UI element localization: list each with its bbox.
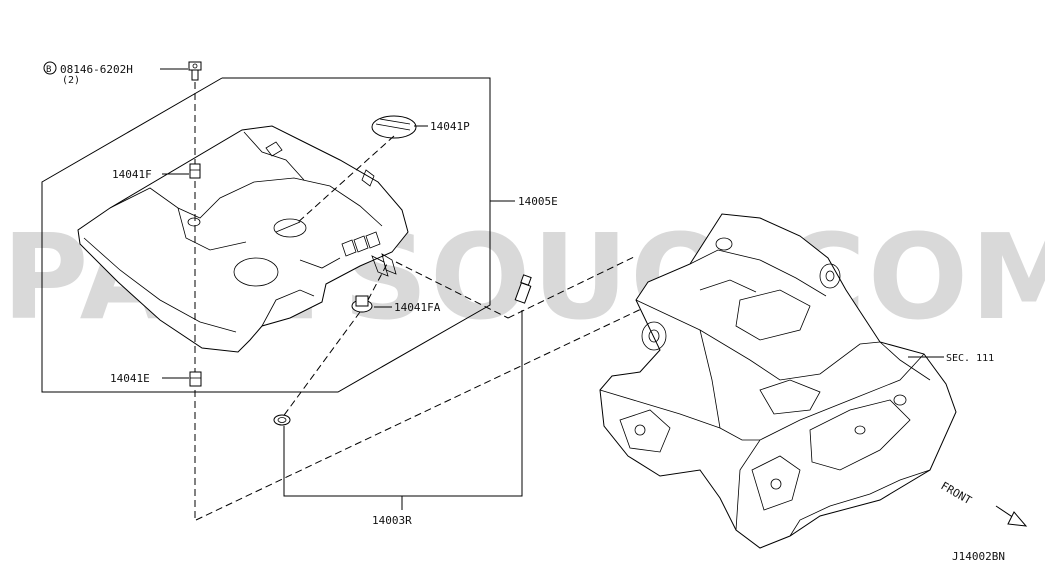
label-bolt-qty: (2)	[62, 75, 80, 86]
label-14041p: 14041P	[430, 120, 470, 133]
front-arrow-icon	[995, 505, 1028, 527]
grommet-14041e	[189, 371, 202, 387]
grommet-14041f	[189, 163, 201, 179]
label-front: FRONT	[939, 479, 975, 507]
grommet-14041fa	[351, 295, 373, 313]
label-14005e: 14005E	[518, 195, 558, 208]
engine-assembly	[599, 213, 957, 549]
label-bolt-part: 08146-6202H	[60, 63, 133, 76]
label-14041fa: 14041FA	[394, 301, 441, 314]
dash-upper-to-engine	[507, 255, 637, 319]
bolt-08146-6202h	[188, 61, 202, 81]
seal-14003r	[273, 414, 291, 426]
bolt-prefix-icon: B	[43, 61, 57, 75]
assembly-frame	[41, 77, 491, 393]
label-sec-111: SEC. 111	[946, 353, 994, 364]
label-drawing-id: J14002BN	[952, 550, 1005, 563]
label-14041f: 14041F	[112, 168, 152, 181]
bracket-14003r	[283, 310, 523, 497]
dash-cover-to-engine	[395, 261, 509, 319]
bolt-prefix: B	[46, 65, 51, 75]
label-14041e: 14041E	[110, 372, 150, 385]
label-14003r: 14003R	[372, 514, 412, 527]
dash-fa-upper	[367, 261, 389, 301]
cap-14041p	[371, 115, 417, 139]
stud-connector	[514, 274, 532, 304]
engine-cover	[77, 125, 409, 353]
